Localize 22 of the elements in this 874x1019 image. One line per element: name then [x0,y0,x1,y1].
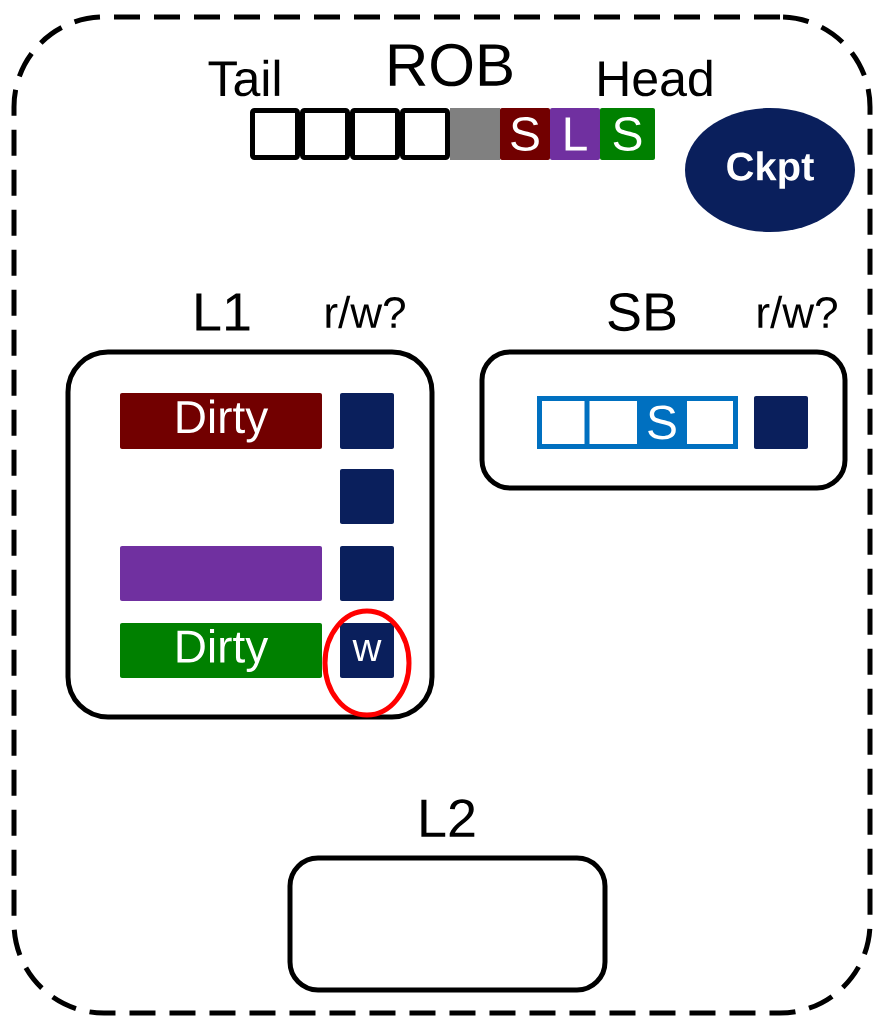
node-label: ROB [389,43,512,87]
node-label: L2 [421,799,475,837]
rw-bit-square [754,396,808,449]
node-label: L1 [196,293,250,331]
cache-line-bar [120,546,322,601]
queue-slot: S [500,108,550,160]
cache-line-bar: Dirty [120,393,322,449]
queue-end-label: Tail [208,59,280,97]
queue-slot: S [600,108,655,160]
rw-bit-square [340,546,394,601]
queue-slot: L [550,108,600,160]
cache-line-bar: Dirty [120,623,322,678]
rw-bit-square: w [340,623,394,678]
dashed-region [11,14,873,1016]
queue-slot: S [537,396,738,449]
rw-bit-square [340,469,394,524]
column-label: r/w? [326,295,405,329]
node-label: SB [608,292,676,332]
column-label: r/w? [758,295,837,329]
cache-box: L2 [287,799,608,993]
queue-end-label: Head [599,59,712,97]
rw-bit-square [340,393,394,449]
